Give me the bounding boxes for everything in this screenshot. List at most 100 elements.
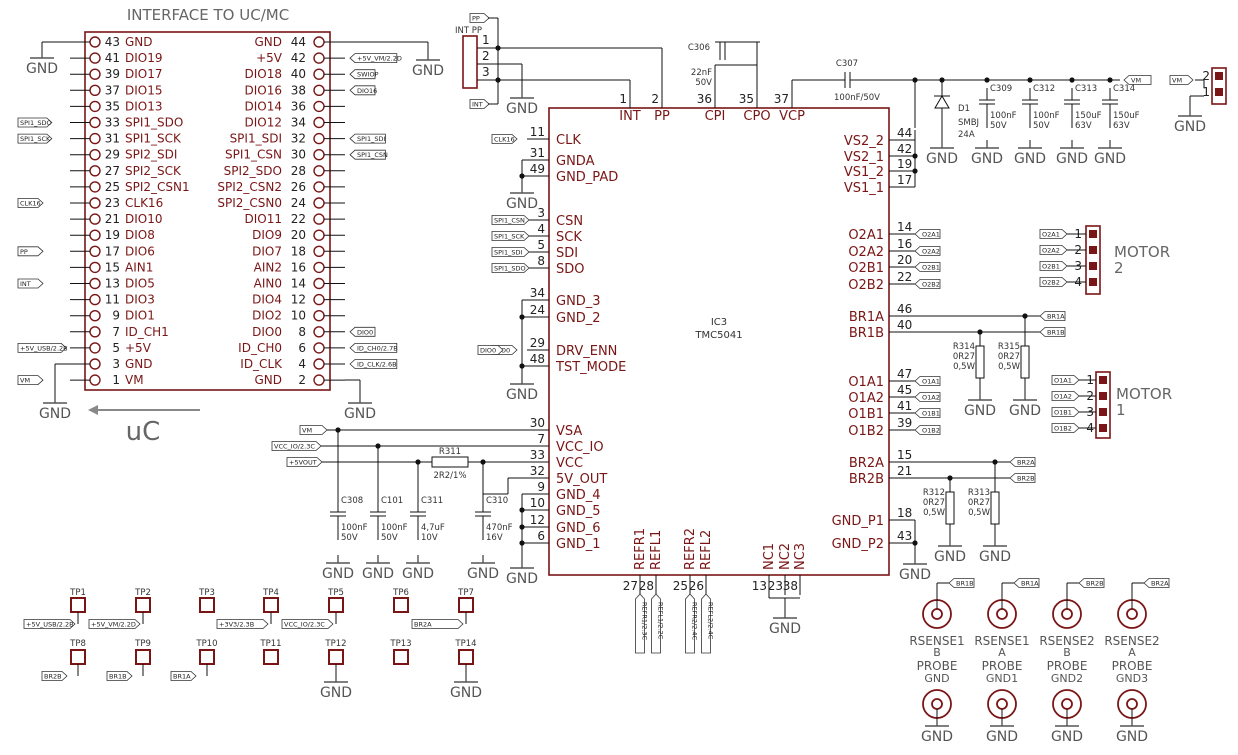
cap-ref: C312	[1033, 84, 1055, 94]
ground-label: GND	[344, 406, 376, 422]
net-tag	[914, 246, 941, 256]
resistor-value: 0R27	[923, 498, 945, 508]
ic-pin-number: 35	[739, 92, 754, 106]
ic-pin-number: 6	[537, 529, 545, 543]
ic-pin-name: CPI	[705, 109, 726, 124]
header-pin-number: 6	[298, 341, 306, 355]
c306-ref: C306	[688, 43, 710, 53]
header-pin-name: SPI2_SDO	[224, 164, 282, 178]
net-tag	[1051, 407, 1080, 417]
net-tag-text: SPI1_CSN	[494, 217, 525, 225]
ground-label: GND	[921, 729, 953, 745]
motor1-pin	[1099, 408, 1107, 416]
header-pad	[89, 261, 101, 274]
ic-pin-number: 20	[897, 253, 912, 267]
header-pin-name: DIO12	[245, 116, 283, 130]
int-pp-label: INT PP	[455, 26, 482, 36]
header-pad	[89, 181, 101, 193]
net-tag	[1039, 245, 1068, 255]
net-tag-text: VCC_IO/2.3C	[284, 621, 325, 629]
header-pin-name: ID_CH0	[238, 341, 282, 355]
ic-pin-number: 3	[537, 206, 545, 220]
ground-label: GND	[979, 549, 1011, 565]
ic-pin-number: 49	[530, 162, 545, 176]
ic-pin-name: 5V_OUT	[556, 472, 607, 487]
ic-pin-name: GND_5	[556, 504, 601, 519]
ic-pin-name: NC1	[762, 543, 777, 570]
cap-voltage: 63V	[1113, 121, 1130, 131]
ic-pin-number: 8	[537, 254, 545, 268]
ground-label: GND	[1056, 151, 1088, 167]
header-pin-name: DIO15	[125, 83, 163, 97]
cap-value: 100nF	[990, 111, 1017, 121]
ic-pin-name: NC3	[793, 543, 808, 570]
net-tag-text: SPI1_CSN	[357, 151, 388, 159]
header-pin-name: +5V	[256, 51, 283, 65]
net-tag	[491, 263, 530, 273]
header-pad	[89, 293, 101, 306]
ic-pin-name: VS1_2	[844, 165, 884, 180]
junction-dot	[912, 153, 918, 159]
ic-pin-number: 31	[530, 146, 545, 160]
gnd-probe-inner	[1126, 698, 1138, 710]
probe-label: PROBE	[917, 659, 958, 673]
rsense-label: RSENSE2	[1039, 634, 1094, 648]
net-tag	[1013, 578, 1040, 588]
header-pin-number: 7	[112, 325, 120, 339]
vm-pin	[1215, 88, 1223, 96]
ground-label: GND	[986, 729, 1018, 745]
ic-pin-name: VS2_2	[844, 134, 884, 149]
net-tag	[914, 392, 941, 402]
cap-value: 100nF	[1033, 111, 1060, 121]
ic-pin-name: GND_2	[556, 311, 601, 326]
net-tag-text: REFL2/2.4C	[707, 602, 715, 640]
rsense-probe-inner	[1061, 608, 1073, 620]
header-pad	[89, 148, 101, 161]
header-pad	[89, 358, 101, 370]
header-pin-name: GND	[125, 357, 153, 371]
d1-rating: 24A	[958, 130, 975, 140]
cap-voltage: 10V	[421, 533, 438, 543]
ic-pin-number: 44	[897, 126, 912, 140]
net-tag-text: O1B1	[922, 410, 940, 418]
testpoint-ref: TP6	[392, 588, 409, 598]
ic-pin-name: REFL1	[649, 530, 664, 570]
ic-pin-number: 28	[639, 579, 654, 593]
ic-pin-number: 40	[897, 318, 912, 332]
testpoint-pad	[199, 597, 215, 613]
net-tag-text: O2B1	[1042, 263, 1060, 271]
testpoint-ref: TP9	[134, 639, 151, 649]
header-pin-name: +5V	[125, 341, 152, 355]
net-tag-text: BR1B	[109, 673, 127, 681]
vm-pin	[1215, 72, 1223, 80]
vm-connector	[1211, 67, 1227, 105]
header-pin-number: 24	[291, 196, 306, 210]
junction-dot	[984, 77, 990, 83]
ic-pin-number: 1	[619, 92, 627, 106]
testpoint-pad	[135, 597, 151, 613]
net-tag-text: O1A1	[1054, 377, 1072, 385]
header-pin-name: GND	[254, 373, 282, 387]
header-pin-name: GND	[125, 35, 153, 49]
net-tag	[41, 671, 68, 681]
net-tag-text: BR1A	[1021, 580, 1039, 588]
net-tag-text: SPI1_SDI	[357, 135, 385, 143]
resistor-body	[431, 456, 469, 468]
header-pin-number: 37	[105, 83, 120, 97]
tvs-diode-icon	[934, 95, 950, 109]
header-pin-number: 28	[291, 164, 306, 178]
net-tag	[491, 231, 530, 241]
header-pin-number: 26	[291, 180, 306, 194]
ground-label: GND	[506, 101, 538, 117]
net-tag	[1169, 75, 1194, 85]
testpoint-pad	[70, 649, 86, 665]
rsense-probe-inner	[996, 608, 1008, 620]
net-tag-text: ID_CLK/2.6B	[357, 361, 397, 369]
cap-ref: C311	[421, 496, 443, 506]
int-pp-connector	[462, 35, 478, 89]
probe-label: PROBE	[982, 659, 1023, 673]
ic-pin-name: O2B2	[848, 278, 884, 293]
testpoint-pad	[328, 597, 344, 613]
header-pin-number: 18	[291, 244, 306, 258]
